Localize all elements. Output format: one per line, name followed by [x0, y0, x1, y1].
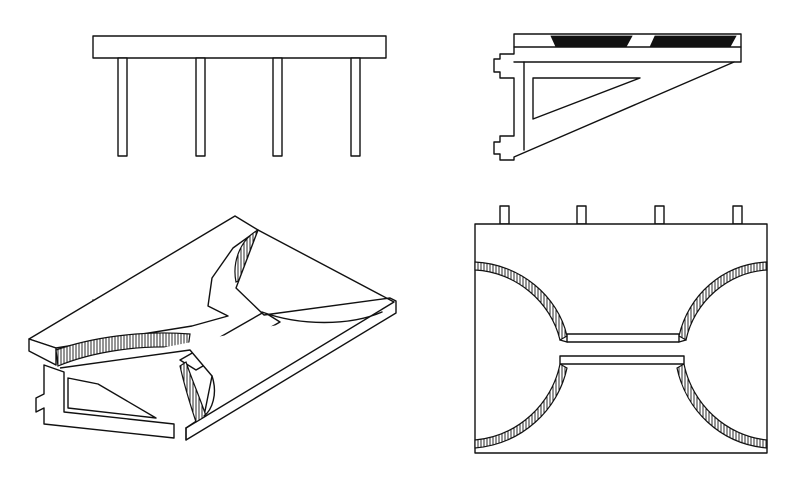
plan-peg [499, 205, 510, 225]
plan-peg [576, 205, 587, 225]
iso-slab-front-edge [28, 338, 57, 366]
side-view-triangle-window [532, 77, 641, 120]
front-view-top-slab [92, 35, 387, 59]
iso-scoop-curve [203, 375, 216, 417]
side-view-cut-profile-left [550, 35, 633, 48]
plan-center-bar-lower [559, 355, 685, 365]
front-view-leg [350, 57, 361, 157]
iso-support-bracket [35, 364, 175, 439]
front-view-leg [272, 57, 283, 157]
side-view-cut-profile-right [649, 35, 737, 48]
iso-scoop-front [179, 361, 207, 423]
plan-arc-bottom-left [474, 363, 568, 449]
front-view-leg [117, 57, 128, 157]
iso-slab-top-left [28, 215, 259, 349]
plan-connector [678, 339, 687, 343]
iso-plate-edge [185, 301, 395, 429]
plan-peg [654, 205, 665, 225]
plan-arc-bottom-right [676, 363, 768, 449]
plan-center-bar-upper [566, 333, 680, 343]
plan-connector [559, 339, 568, 343]
side-view [493, 33, 742, 161]
iso-arc-lower [261, 311, 383, 324]
front-view-leg [195, 57, 206, 157]
side-view-bracket-outline [493, 33, 742, 161]
iso-support-window [67, 377, 157, 419]
plan-peg [732, 205, 743, 225]
isometric-view [28, 215, 397, 441]
top-view [474, 205, 768, 454]
front-view [92, 35, 387, 157]
